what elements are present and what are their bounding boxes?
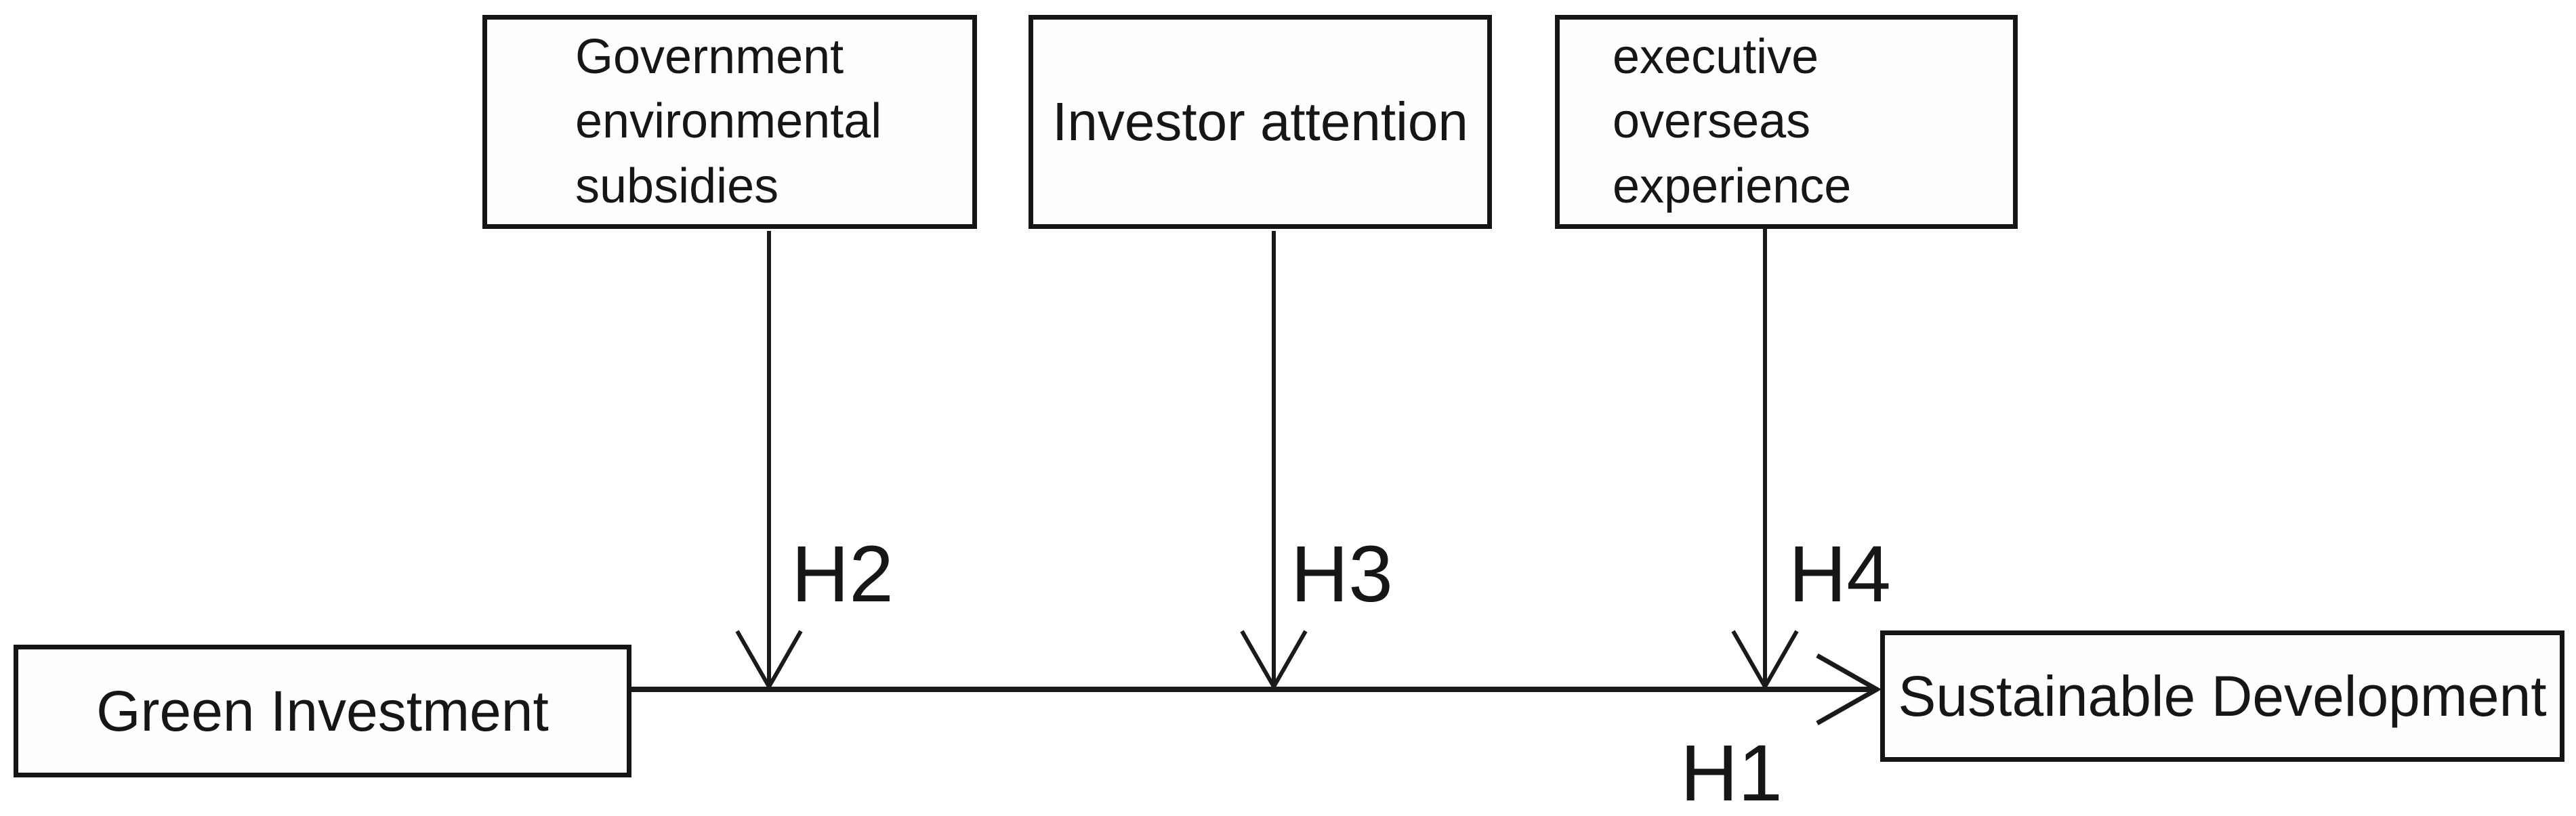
moderator-box-investor-attention: Investor attention bbox=[1029, 15, 1492, 229]
arrow-h3-head bbox=[1240, 630, 1308, 691]
arrow-h2-head bbox=[735, 630, 803, 691]
moderator-box-government-environmental-subsidies: Government environmental subsidies bbox=[482, 15, 977, 229]
arrow-h4-head bbox=[1731, 630, 1799, 691]
hypothesis-label-h2: H2 bbox=[791, 530, 894, 619]
hypothesis-label-h1: H1 bbox=[1680, 729, 1783, 816]
hypothesis-label-h3: H3 bbox=[1291, 530, 1393, 619]
independent-box-green-investment: Green Investment bbox=[14, 645, 631, 777]
hypothesis-label-h4: H4 bbox=[1789, 530, 1891, 619]
arrow-h1-head bbox=[1816, 653, 1882, 726]
moderator-box-executive-overseas-experience: executive overseas experience bbox=[1555, 15, 2018, 229]
dependent-box-sustainable-development: Sustainable Development bbox=[1880, 630, 2564, 762]
